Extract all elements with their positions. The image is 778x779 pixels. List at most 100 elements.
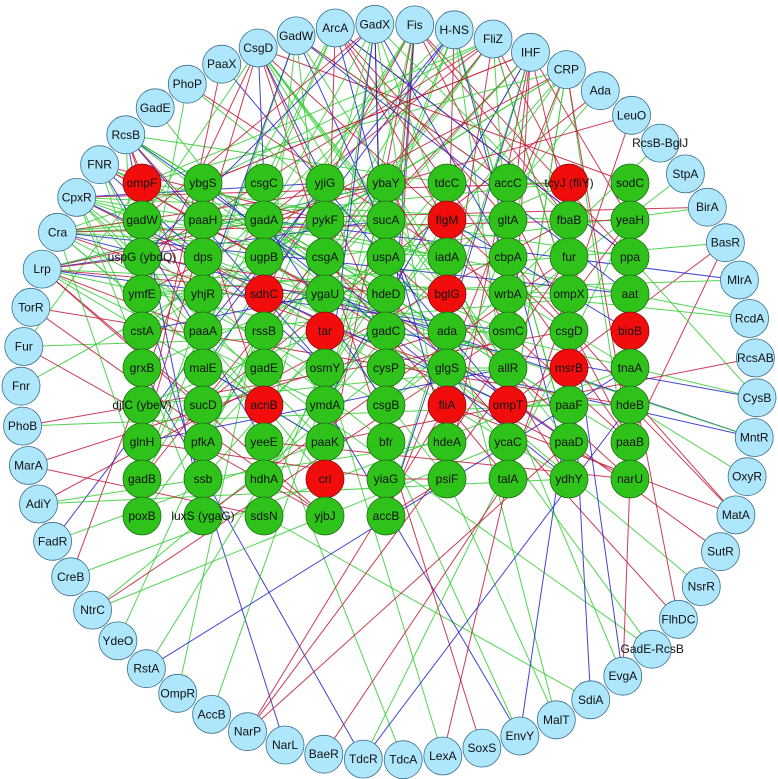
regulator-label: TorR <box>18 300 44 314</box>
target-node: paaF <box>549 385 589 425</box>
target-node: ompF <box>122 163 162 203</box>
target-label: ycaC <box>494 435 522 449</box>
regulator-circle <box>473 19 513 59</box>
regulator-node: PhoP <box>167 64 207 104</box>
regulator-node: NarL <box>265 725 305 765</box>
target-label: gltA <box>498 213 519 227</box>
target-label: cbpA <box>494 250 521 264</box>
regulation-edge <box>385 441 521 737</box>
target-node: pykF <box>305 200 345 240</box>
regulator-circle <box>158 673 198 713</box>
regulator-circle <box>580 71 620 111</box>
target-node: sdhC <box>244 274 284 314</box>
regulation-edge <box>22 404 570 427</box>
regulation-edge <box>324 367 444 757</box>
regulation-edge <box>629 256 758 399</box>
regulator-circle <box>8 446 48 485</box>
regulator-node: LeuO <box>612 95 651 135</box>
target-label: uspG (ybdQ) <box>108 250 177 264</box>
target-node: sucA <box>366 200 406 240</box>
regulation-edge <box>141 47 259 221</box>
target-label: glgS <box>435 361 459 375</box>
target-node: ycaC <box>488 422 528 462</box>
regulation-edge <box>257 47 265 184</box>
regulator-circle <box>19 484 58 524</box>
regulation-edge <box>141 38 494 184</box>
regulator-node: Ada <box>580 71 620 111</box>
regulator-circle <box>343 739 383 779</box>
target-circle <box>305 496 345 536</box>
regulation-edge <box>446 367 653 650</box>
target-node: talA <box>488 459 528 499</box>
target-node: hdhA <box>244 459 284 499</box>
regulator-circle <box>167 64 207 104</box>
regulator-circle <box>73 590 112 630</box>
regulator-node: BasR <box>706 223 745 263</box>
target-node: rssB <box>244 311 284 351</box>
target-label: dps <box>193 250 212 264</box>
target-circle <box>488 459 528 499</box>
regulator-node: H-NS <box>434 10 474 50</box>
target-label: ugpB <box>250 250 278 264</box>
target-node: uspA <box>366 237 406 277</box>
target-label: bglG <box>434 287 459 301</box>
target-node: paaD <box>549 422 589 462</box>
target-node: gadC <box>366 311 406 351</box>
regulator-label: CpxR <box>62 190 92 204</box>
target-label: luxS (ygaG) <box>171 509 234 523</box>
regulator-label: StpA <box>672 167 698 181</box>
regulator-node: IHF <box>511 32 550 72</box>
regulator-circle <box>727 457 767 497</box>
target-node: sodC <box>610 163 650 203</box>
target-label: osmC <box>492 324 524 338</box>
regulator-label: Ada <box>590 84 612 98</box>
regulator-label: CRP <box>554 63 579 77</box>
regulation-edge <box>202 51 531 184</box>
regulation-edge <box>492 38 570 184</box>
target-label: paaB <box>616 435 644 449</box>
regulator-node: SdiA <box>571 680 611 720</box>
target-label: hdeA <box>433 435 461 449</box>
regulator-label: OmpR <box>160 686 195 700</box>
target-label: glnH <box>130 435 155 449</box>
target-node: osmC <box>488 311 528 351</box>
target-node: gltA <box>488 200 528 240</box>
target-label: ompF <box>127 176 158 190</box>
regulator-node: NsrR <box>681 567 721 606</box>
target-label: gadC <box>372 324 401 338</box>
regulator-circle <box>126 649 166 689</box>
regulation-edge <box>38 478 570 505</box>
regulation-edge <box>385 69 567 517</box>
target-node: yeeE <box>244 422 284 462</box>
regulation-edge <box>385 182 570 480</box>
regulation-edge <box>141 27 336 480</box>
target-node: yhjR <box>183 274 223 314</box>
target-circle <box>427 459 467 499</box>
target-label: tdcC <box>435 176 460 190</box>
regulator-circle <box>80 145 119 185</box>
regulation-edge <box>507 256 737 516</box>
target-node: msrB <box>549 348 589 388</box>
regulator-circle <box>666 154 705 194</box>
regulation-edge <box>295 35 448 369</box>
regulator-node: YdeO <box>98 621 138 661</box>
regulator-node: NtrC <box>73 590 112 630</box>
regulator-circle <box>500 716 540 756</box>
target-node: ompT <box>488 385 528 425</box>
target-node: grxB <box>122 348 162 388</box>
regulator-label: YdeO <box>103 634 134 648</box>
regulation-edge <box>141 330 326 406</box>
target-node: fliA <box>427 385 467 425</box>
regulator-label: MlrA <box>727 273 752 287</box>
regulator-node: SutR <box>701 532 740 572</box>
regulation-edge <box>414 24 631 258</box>
regulation-edge <box>76 197 265 406</box>
regulator-node: LexA <box>423 736 463 776</box>
regulator-label: NsrR <box>688 580 716 594</box>
target-label: sdhC <box>250 287 278 301</box>
target-label: ompT <box>493 398 524 412</box>
regulator-node: TdcR <box>343 739 383 779</box>
target-label: malE <box>189 361 216 375</box>
regulation-edge <box>622 478 631 677</box>
